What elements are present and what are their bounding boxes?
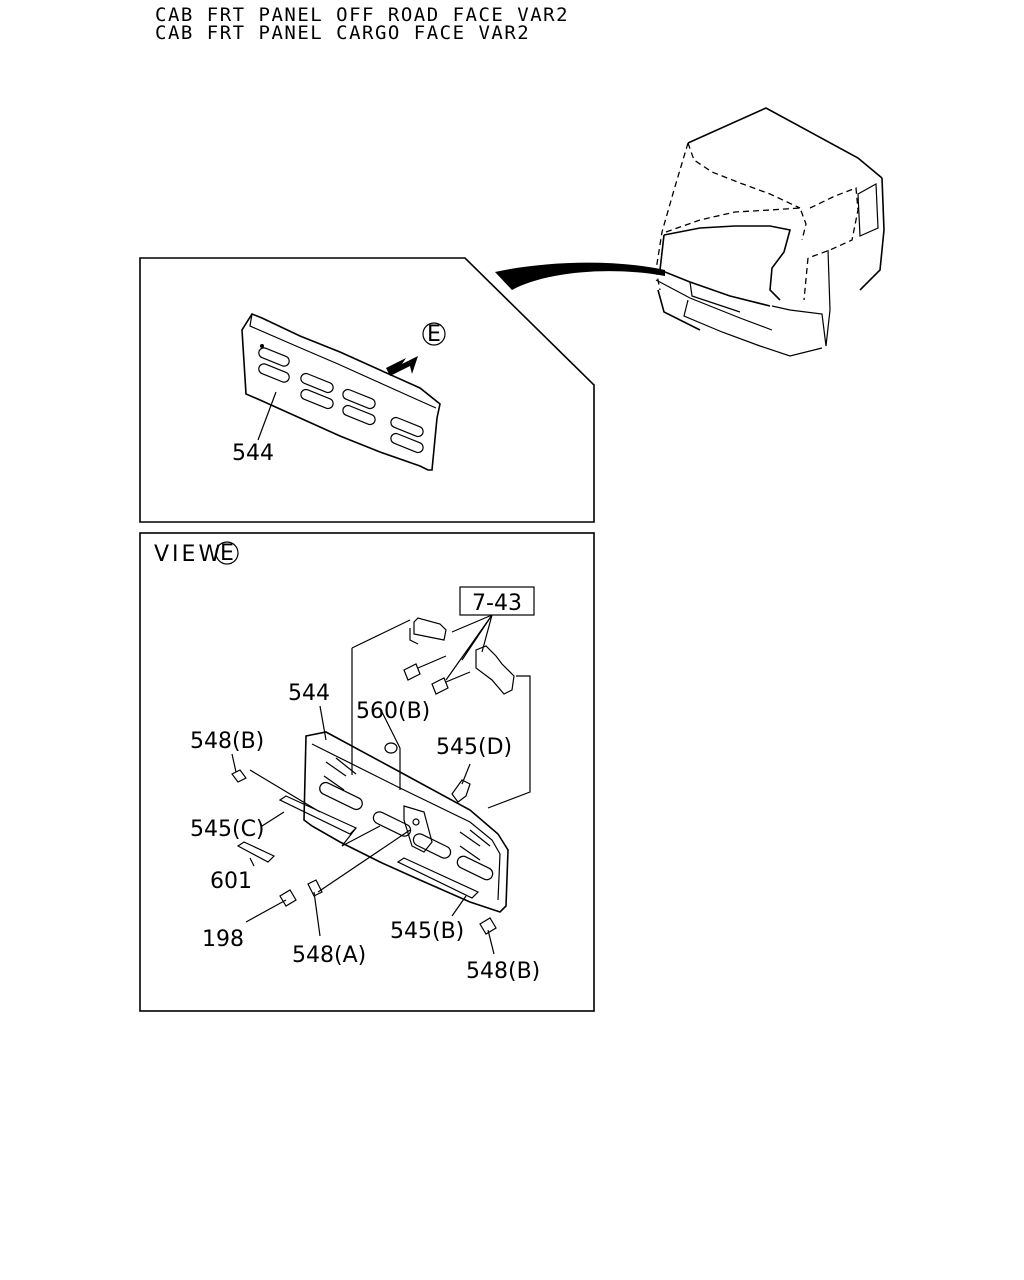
label-548b-top: 548(B) [190,729,264,754]
detail-box: E 544 [139,257,595,523]
cab-illustration [655,107,885,357]
fastener-548b-bottom [479,917,497,935]
label-198: 198 [202,927,244,952]
label-560b: 560(B) [356,699,430,724]
label-548a: 548(A) [292,943,366,968]
view-title-marker-circle [215,541,239,565]
clip-560b [384,742,398,754]
label-544-detail: 544 [232,441,274,466]
label-545b: 545(B) [390,919,464,944]
label-548b-bottom: 548(B) [466,959,540,984]
title-line-1: CAB FRT PANEL OFF ROAD FACE VAR2 [155,4,570,26]
fastener-548b-top [231,769,247,783]
label-545d: 545(D) [436,735,512,760]
leader-curve [495,262,665,290]
view-marker-letter: E [427,322,441,347]
label-544: 544 [288,681,330,706]
view-title: VIEW [154,542,223,567]
view-arrow [386,356,418,376]
view-box: VIEW E 7-43 [139,532,595,1012]
label-545c: 545(C) [190,817,265,842]
view-marker-circle [422,322,446,346]
ref-box-label: 7-43 [472,591,522,616]
title-line-2: CAB FRT PANEL CARGO FACE VAR2 [155,22,531,44]
nut-198 [279,889,297,907]
view-title-marker-letter: E [220,541,234,566]
label-601: 601 [210,869,252,894]
ref-box [459,586,535,616]
fastener-548a [307,879,323,897]
clip-545d [451,779,471,803]
